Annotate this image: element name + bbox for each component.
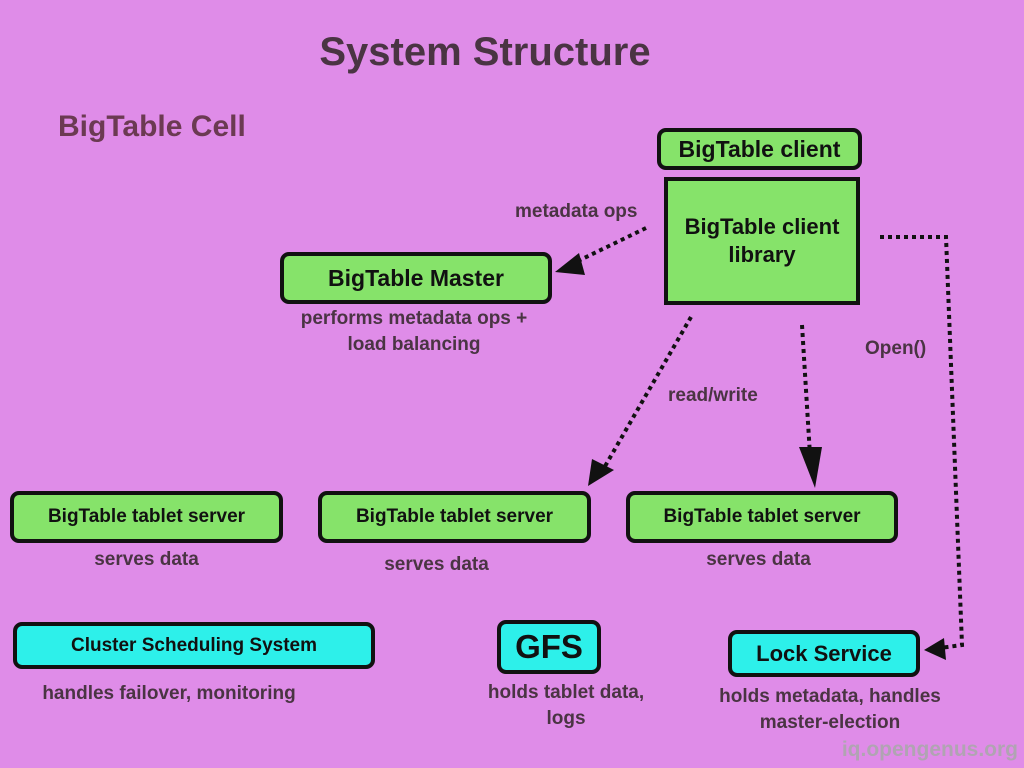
open-label: Open() — [865, 338, 927, 359]
gfs-box: GFS — [497, 620, 601, 674]
bigtable-client-library-box: BigTable client library — [664, 177, 860, 305]
bigtable-master-box: BigTable Master — [280, 252, 552, 304]
watermark: iq.opengenus.org — [841, 738, 1018, 761]
lock-service-caption: holds metadata, handles master-election — [719, 686, 941, 733]
metadata-ops-label: metadata ops — [515, 201, 638, 222]
read-write-left-arrowhead — [588, 459, 614, 486]
read-write-label: read/write — [668, 385, 758, 406]
tablet-server-label-2: BigTable tablet server — [355, 506, 554, 527]
read-write-arrow-right — [800, 324, 812, 456]
bigtable-client-box: BigTable client — [657, 128, 862, 170]
cell-label: BigTable Cell — [58, 110, 246, 143]
gfs-caption: holds tablet data, logs — [487, 682, 645, 729]
tablet-server-caption-2: serves data — [384, 554, 489, 575]
bigtable-master-caption: performs metadata ops + load balancing — [300, 308, 528, 355]
open-arrowhead — [924, 638, 946, 660]
bigtable-client-library-label: BigTable client library — [684, 214, 840, 267]
open-arrow — [880, 235, 965, 650]
metadata-ops-arrow — [573, 226, 647, 265]
page-title: System Structure — [319, 30, 651, 74]
lock-service-box: Lock Service — [728, 630, 920, 677]
lock-service-label: Lock Service — [756, 640, 892, 666]
read-write-right-arrowhead — [799, 447, 822, 488]
tablet-server-caption-1: serves data — [94, 549, 199, 570]
tablet-server-caption-3: serves data — [706, 549, 811, 570]
gfs-label: GFS — [515, 628, 583, 665]
tablet-server-box-1: BigTable tablet server — [10, 491, 283, 543]
cluster-scheduling-label: Cluster Scheduling System — [70, 634, 317, 656]
cluster-scheduling-caption: handles failover, monitoring — [42, 683, 296, 704]
read-write-arrow-left — [602, 316, 693, 469]
bigtable-master-label: BigTable Master — [328, 264, 504, 291]
cluster-scheduling-box: Cluster Scheduling System — [13, 622, 375, 669]
tablet-server-box-2: BigTable tablet server — [318, 491, 591, 543]
metadata-ops-arrowhead — [555, 253, 585, 275]
tablet-server-label-3: BigTable tablet server — [663, 506, 861, 527]
tablet-server-label-1: BigTable tablet server — [47, 506, 246, 527]
tablet-server-box-3: BigTable tablet server — [626, 491, 898, 543]
bigtable-client-label: BigTable client — [678, 135, 841, 162]
